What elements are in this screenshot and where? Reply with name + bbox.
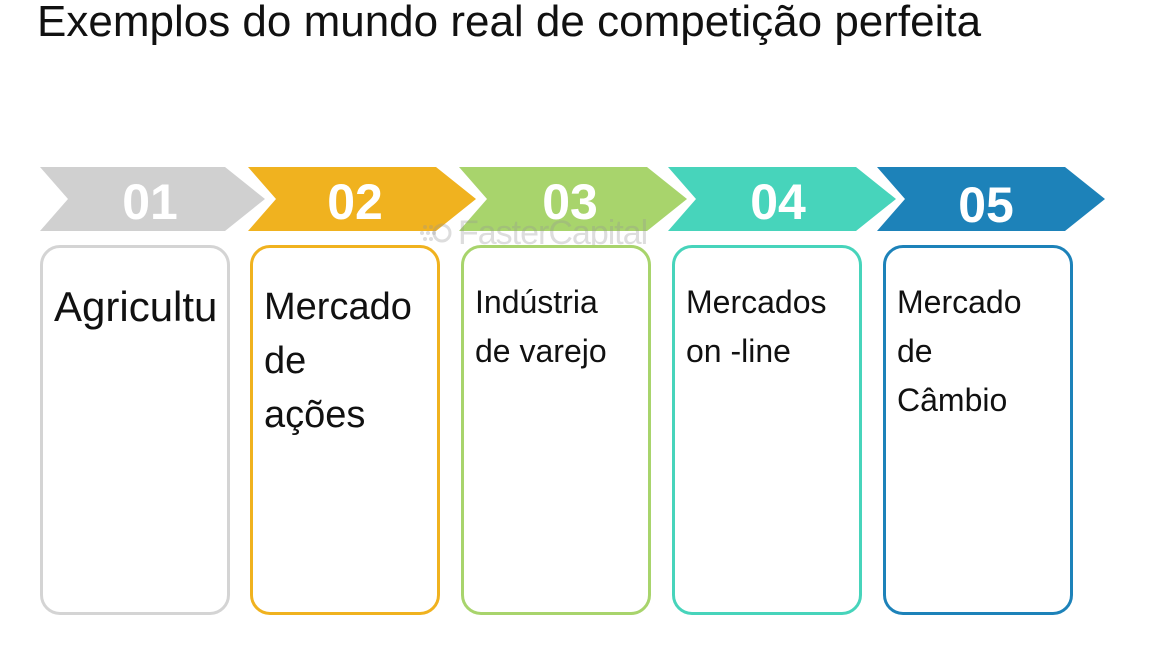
arrow-step-3 xyxy=(459,167,687,231)
step-card-1: Agricultu xyxy=(40,245,230,615)
step-number-5: 05 xyxy=(958,177,1014,233)
step-label-2: Mercado de ações xyxy=(264,286,412,436)
step-number-3: 03 xyxy=(542,174,598,230)
arrow-step-4 xyxy=(668,167,896,231)
step-card-3: Indústria de varejo xyxy=(461,245,651,615)
step-number-1: 01 xyxy=(122,174,178,230)
step-number-2: 02 xyxy=(327,174,383,230)
step-card-4: Mercados on -line xyxy=(672,245,862,615)
step-card-5: Mercado de Câmbio xyxy=(883,245,1073,615)
step-label-1: Agricultu xyxy=(54,283,218,330)
step-card-2: Mercado de ações xyxy=(250,245,440,615)
step-label-4: Mercados on -line xyxy=(686,284,827,369)
arrow-step-1 xyxy=(40,167,265,231)
arrow-step-5 xyxy=(877,167,1105,231)
page-title: Exemplos do mundo real de competição per… xyxy=(37,0,982,46)
step-label-5: Mercado de Câmbio xyxy=(897,284,1022,418)
arrow-step-2 xyxy=(248,167,476,231)
step-number-4: 04 xyxy=(750,174,806,230)
step-label-3: Indústria de varejo xyxy=(475,284,607,369)
